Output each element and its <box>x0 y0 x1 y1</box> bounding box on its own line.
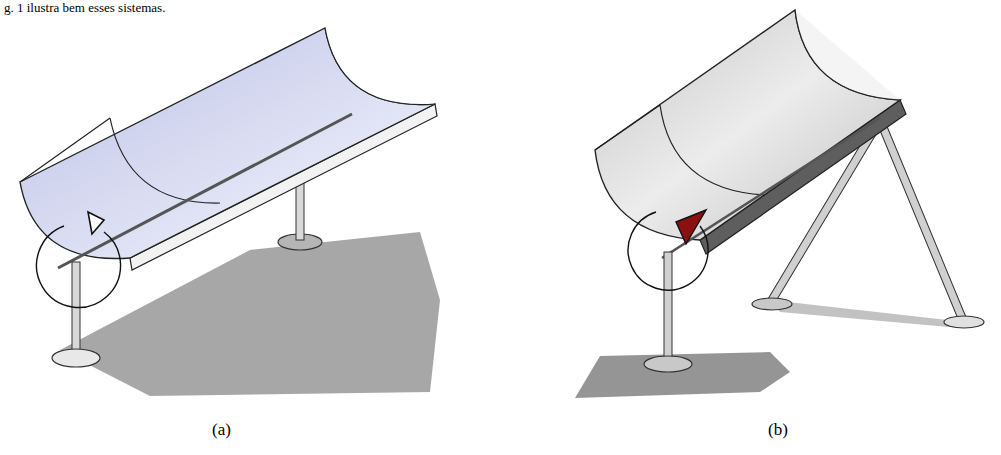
post-base <box>752 298 792 310</box>
post-base <box>644 356 692 372</box>
trough-mirror <box>20 28 435 259</box>
trough-end <box>795 10 900 100</box>
support-leg <box>880 120 962 318</box>
shadow <box>770 300 965 328</box>
rotation-arrowhead <box>676 210 706 244</box>
trough-segment <box>20 118 220 203</box>
shadow <box>575 352 790 398</box>
rotation-arrow <box>37 226 121 307</box>
trough-segment <box>595 105 765 195</box>
rotation-arrowhead <box>88 212 104 234</box>
caption-fragment: g. 1 ilustra bem esses sistemas. <box>4 0 165 16</box>
subfigure-label: (b) <box>768 420 788 440</box>
subfigure-label: (a) <box>212 420 231 440</box>
trough-end <box>325 28 435 105</box>
receiver-tube <box>662 118 880 258</box>
post-base <box>944 316 984 328</box>
post-base <box>52 349 100 367</box>
receiver-tube <box>58 114 352 268</box>
trough-mirror <box>595 10 900 240</box>
post <box>664 252 672 360</box>
